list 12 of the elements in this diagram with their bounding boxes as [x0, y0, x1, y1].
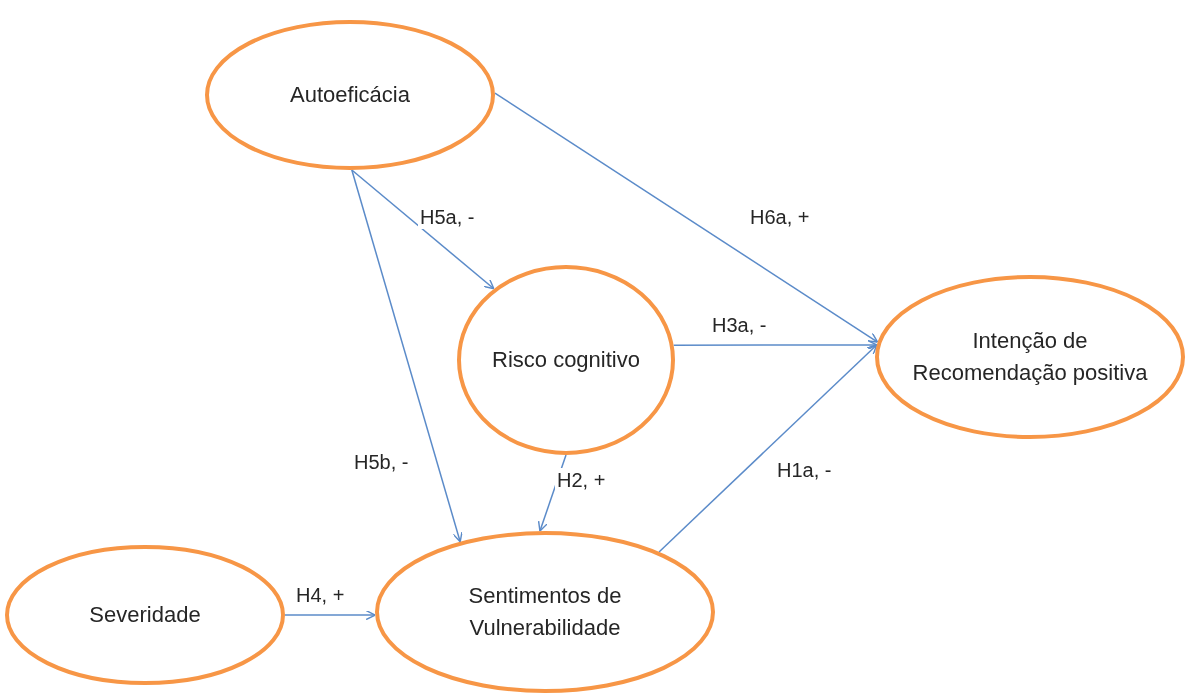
arrow	[351, 169, 495, 290]
construct-label: Autoeficácia	[289, 81, 411, 110]
arrow	[284, 609, 376, 621]
construct-label: Sentimentos de Vulnerabilidade	[467, 582, 623, 642]
arrow	[494, 92, 879, 343]
edge-label: H2, +	[555, 468, 608, 492]
arrow	[351, 169, 463, 543]
construct-label: Severidade	[88, 601, 202, 630]
arrow	[672, 339, 878, 351]
construct-label: Risco cognitivo	[491, 346, 641, 375]
construct-label: Intenção de Recomendação positiva	[912, 327, 1148, 387]
arrow	[658, 344, 878, 553]
